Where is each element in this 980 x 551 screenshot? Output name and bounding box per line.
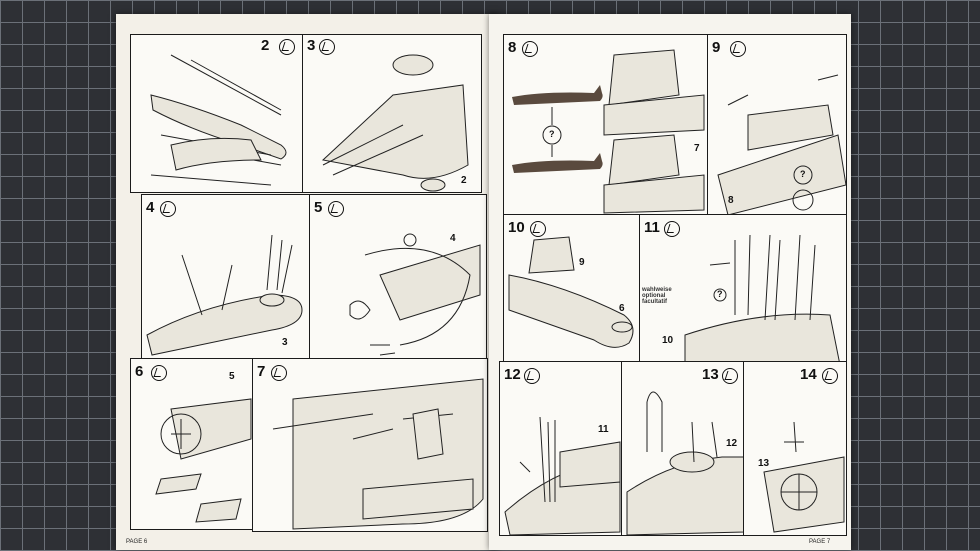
step-number: 11 xyxy=(644,219,660,236)
step-13-illustration xyxy=(626,391,744,535)
part-number: 3 xyxy=(282,337,288,348)
step-panel-13: 13 12 xyxy=(621,361,745,536)
step-panel-4: 4 3 xyxy=(141,194,311,360)
question-icon: ? xyxy=(549,129,555,139)
step-5-illustration xyxy=(349,233,481,356)
question-icon: ? xyxy=(800,169,806,179)
step-8-illustration xyxy=(512,49,705,214)
step-number: 10 xyxy=(508,219,525,236)
step-11-illustration xyxy=(684,234,841,374)
step-6-illustration xyxy=(155,398,252,523)
glue-icon xyxy=(524,368,540,384)
step-number: 7 xyxy=(257,363,266,380)
page-footer: PAGE 7 xyxy=(809,539,831,545)
step-panel-8: 8 7 ? xyxy=(503,34,709,216)
glue-icon xyxy=(664,221,680,237)
step-panel-5: 5 4 xyxy=(309,194,487,360)
part-number: 13 xyxy=(758,458,770,469)
part-number: 7 xyxy=(694,143,700,154)
step-3-illustration xyxy=(321,54,469,192)
part-number: 6 xyxy=(619,303,625,314)
step-panel-2: 2 xyxy=(130,34,304,193)
part-number: 11 xyxy=(598,424,609,435)
glue-icon xyxy=(160,201,176,217)
step-panel-14: 14 13 xyxy=(743,361,847,536)
step-number: 8 xyxy=(508,39,517,56)
step-12-illustration xyxy=(504,416,621,535)
part-number: 8 xyxy=(728,195,734,206)
instruction-page-left: 2 3 2 4 3 5 4 xyxy=(116,14,498,550)
part-number: 4 xyxy=(450,233,456,244)
step-14-illustration xyxy=(763,421,845,533)
step-panel-6: 6 5 xyxy=(130,358,254,530)
step-7-illustration xyxy=(272,378,484,530)
step-number: 14 xyxy=(800,366,817,383)
step-panel-11: 11 wahlweise optional facultatif 10 ? xyxy=(639,214,847,376)
step-number: 2 xyxy=(261,37,270,54)
step-number: 13 xyxy=(702,366,719,383)
glue-icon xyxy=(279,39,295,55)
step-9-illustration xyxy=(717,74,846,215)
part-number: 9 xyxy=(579,257,585,268)
question-icon: ? xyxy=(717,289,723,299)
glue-icon xyxy=(319,39,335,55)
glue-icon xyxy=(271,365,287,381)
glue-icon xyxy=(522,41,538,57)
step-number: 5 xyxy=(314,199,323,216)
glue-icon xyxy=(328,201,344,217)
step-number: 6 xyxy=(135,363,144,380)
page-footer: PAGE 6 xyxy=(126,539,148,545)
glue-icon xyxy=(730,41,746,57)
glue-icon xyxy=(822,368,838,384)
step-panel-7: 7 xyxy=(252,358,488,532)
part-number: 12 xyxy=(726,438,738,449)
step-number: 4 xyxy=(146,199,155,216)
step-panel-10: 10 9 6 xyxy=(503,214,641,362)
step-2-illustration xyxy=(150,54,287,186)
part-number: 5 xyxy=(229,371,235,382)
glue-icon xyxy=(530,221,546,237)
glue-icon xyxy=(722,368,738,384)
step-number: 12 xyxy=(504,366,521,383)
part-number: 10 xyxy=(662,335,674,346)
step-4-illustration xyxy=(146,234,303,356)
part-number: 2 xyxy=(461,175,467,186)
step-number: 3 xyxy=(307,37,316,54)
step-number: 9 xyxy=(712,39,721,56)
optional-note: wahlweise optional facultatif xyxy=(642,287,672,305)
step-panel-12: 12 11 xyxy=(499,361,623,536)
step-panel-9: 9 8 ? xyxy=(707,34,847,216)
glue-icon xyxy=(151,365,167,381)
step-panel-3: 3 2 xyxy=(302,34,482,193)
instruction-page-right: 8 7 ? 9 8 ? 10 9 6 xyxy=(489,14,851,550)
step-10-illustration xyxy=(508,236,634,348)
